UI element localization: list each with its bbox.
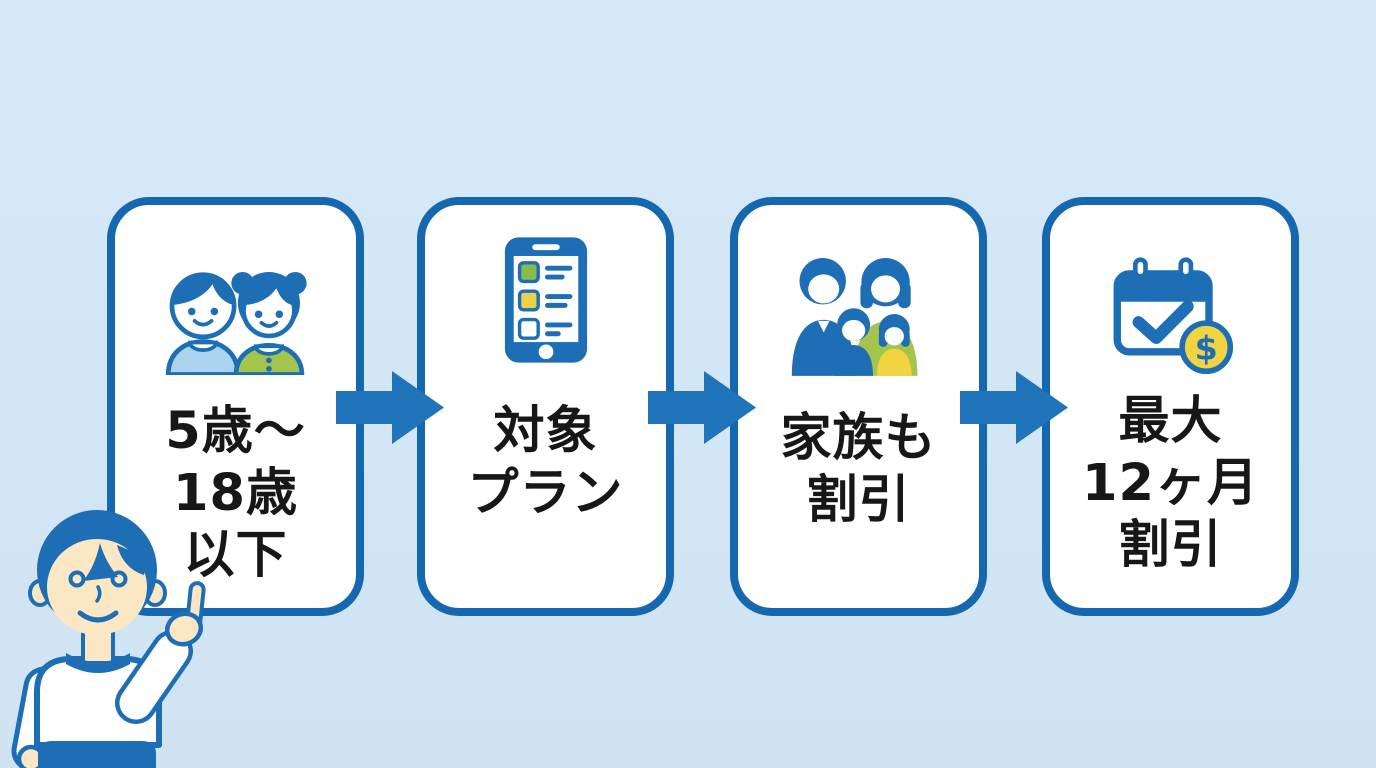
checkbox-empty: [517, 317, 540, 340]
step-label-plan: 対象 プラン: [467, 401, 623, 525]
step-label-family: 家族も 割引: [780, 408, 936, 532]
step-card-family-discount: 家族も 割引: [730, 197, 987, 616]
phone-home-button: [538, 344, 553, 360]
step-label-line: プラン: [467, 464, 624, 524]
mascot-fist: [164, 611, 204, 647]
children-icon-svg: [165, 271, 307, 375]
dollar-sign: $: [1194, 328, 1217, 367]
boy-and-girl-children-icon: [156, 263, 316, 375]
arrow-right-icon: [648, 371, 756, 444]
girl-smile: [259, 320, 278, 328]
boy-smile: [192, 319, 213, 327]
arrow-right-icon: [336, 371, 444, 444]
step-label-line: 5歳〜: [165, 402, 306, 461]
girl-fringe: [245, 283, 292, 305]
family-icon-svg: [791, 257, 918, 376]
father-collar: [817, 320, 830, 333]
mascot-fringe-center: [83, 543, 118, 581]
boy-collar: [187, 340, 218, 352]
mascot-collar: [66, 653, 130, 673]
step-label-line: 割引: [806, 471, 911, 531]
mascot-fringe-right: [117, 545, 147, 575]
phone-speaker: [531, 244, 560, 251]
step-label-line: 以下: [183, 526, 288, 586]
mascot-nose: [95, 585, 102, 603]
girl-collar: [253, 344, 284, 356]
pointing-boy-mascot: [11, 510, 206, 768]
family-of-four-icon: [786, 255, 931, 376]
checkbox-green: [517, 261, 540, 284]
checkmark-icon: [1132, 300, 1194, 344]
mother-face: [871, 275, 901, 303]
dollar-coin: [1178, 320, 1233, 375]
step-label-line: 割引: [1118, 516, 1223, 576]
step-card-max-discount: $ 最大 12ヶ月 割引: [1042, 197, 1299, 616]
mascot-smile: [77, 610, 119, 623]
son-face: [842, 319, 866, 342]
calendar-header: [1116, 274, 1209, 302]
step-label-max: 最大 12ヶ月 割引: [1082, 391, 1259, 578]
daughter-body: [876, 348, 912, 376]
calendar-icon-svg: $: [1113, 257, 1233, 375]
step-card-eligible-plan: 対象 プラン: [417, 197, 674, 616]
calendar-dollar-icon: $: [1108, 249, 1234, 375]
step-label-line: 家族も: [780, 409, 937, 468]
arrow-right-icon: [960, 371, 1068, 444]
step-label-age: 5歳〜 18歳 以下: [165, 401, 306, 588]
checkbox-yellow: [517, 289, 540, 312]
father-face: [808, 274, 840, 304]
mascot-right-sleeve: [119, 634, 189, 720]
step-label-line: 最大: [1118, 392, 1223, 451]
smartphone-checklist-icon: [501, 235, 591, 365]
son-body: [834, 344, 873, 376]
step-label-line: 18歳: [173, 464, 298, 524]
smartphone-icon-svg: [504, 237, 587, 363]
mascot-eye-left: [68, 570, 86, 588]
daughter-face: [884, 327, 904, 346]
boy-hair: [172, 273, 233, 305]
step-label-line: 12ヶ月: [1082, 454, 1259, 514]
mascot-eye-right: [110, 570, 128, 588]
mascot-pants: [38, 741, 156, 768]
step-label-line: 対象: [493, 402, 598, 461]
